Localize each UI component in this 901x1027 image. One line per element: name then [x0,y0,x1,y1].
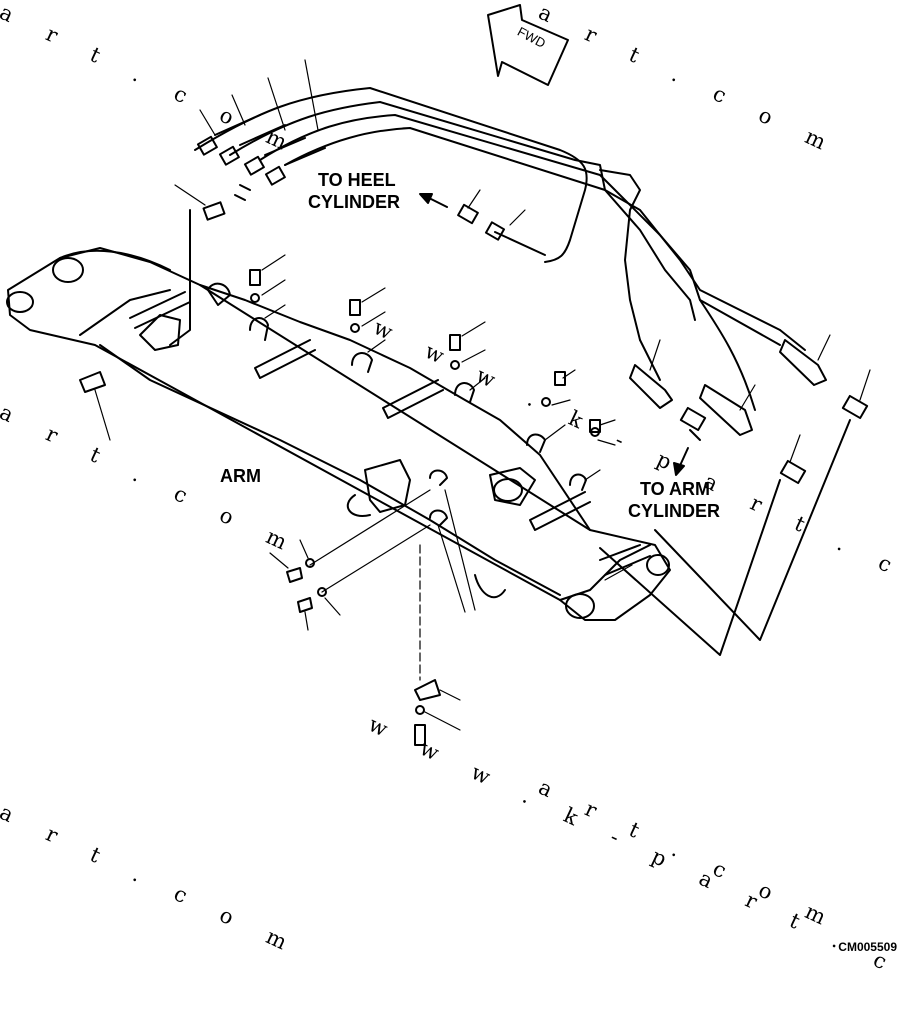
to-arm-cylinder-label-2: CYLINDER [628,501,721,521]
to-heel-cylinder-label-1: TO HEEL [318,170,396,190]
upper-fittings [196,114,546,256]
parts-diagram: FWD [6,4,871,746]
leader-lines [94,59,871,731]
hose-fittings [599,339,869,656]
arrows [419,193,689,476]
hydraulic-pipes [169,87,806,411]
pipe-pads [129,291,591,531]
drawing-code: CM005509 [838,940,897,954]
bolts [79,269,601,746]
to-heel-cylinder-label-2: CYLINDER [308,192,401,212]
arm-body [6,247,671,621]
to-arm-cylinder-label-1: TO ARM [640,479,710,499]
fwd-arrow-icon [487,4,569,86]
arm-label: ARM [220,466,261,486]
